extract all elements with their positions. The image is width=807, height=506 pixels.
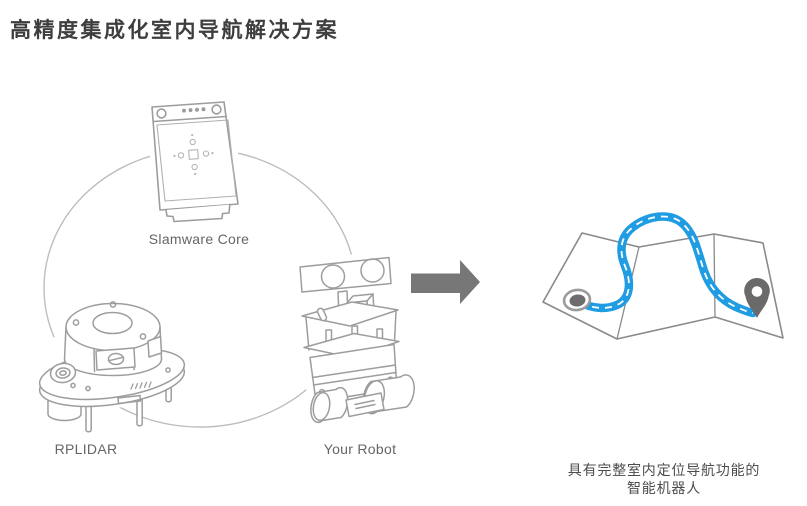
start-point-icon — [562, 288, 592, 312]
your-robot-label: Your Robot — [323, 441, 397, 457]
robot-illustration — [294, 249, 415, 433]
arrow-right-icon — [411, 260, 480, 304]
result-caption-line1: 具有完整室内定位导航功能的 — [567, 462, 761, 478]
result-caption-line2: 智能机器人 — [627, 480, 701, 496]
slamware-core-illustration — [145, 95, 245, 223]
page-title: 高精度集成化室内导航解决方案 — [10, 19, 339, 42]
result-caption: 具有完整室内定位导航功能的 智能机器人 — [540, 461, 788, 497]
route-center-dashes — [579, 215, 754, 314]
rplidar-illustration — [34, 298, 186, 433]
destination-pin-icon — [744, 278, 770, 318]
slamware-core-label: Slamware Core — [148, 231, 250, 247]
map-illustration — [542, 212, 784, 340]
rplidar-label: RPLIDAR — [54, 441, 118, 457]
